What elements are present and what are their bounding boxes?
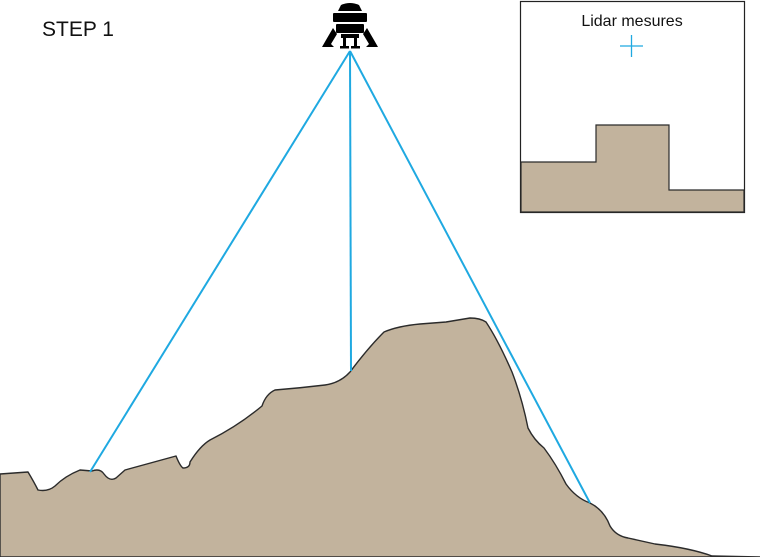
lander-icon: [322, 3, 378, 49]
beam-center: [349, 50, 352, 372]
inset-terrain-profile: [520, 124, 745, 213]
step-label: STEP 1: [42, 18, 114, 41]
crosshair-icon: [620, 35, 643, 57]
lidar-beams: [89, 50, 591, 504]
terrain-profile: [0, 317, 760, 557]
beam-left: [89, 50, 351, 473]
inset-title: Lidar mesures: [581, 13, 682, 30]
lidar-measures-inset: Lidar mesures: [519, 0, 746, 214]
beam-right: [349, 50, 591, 504]
